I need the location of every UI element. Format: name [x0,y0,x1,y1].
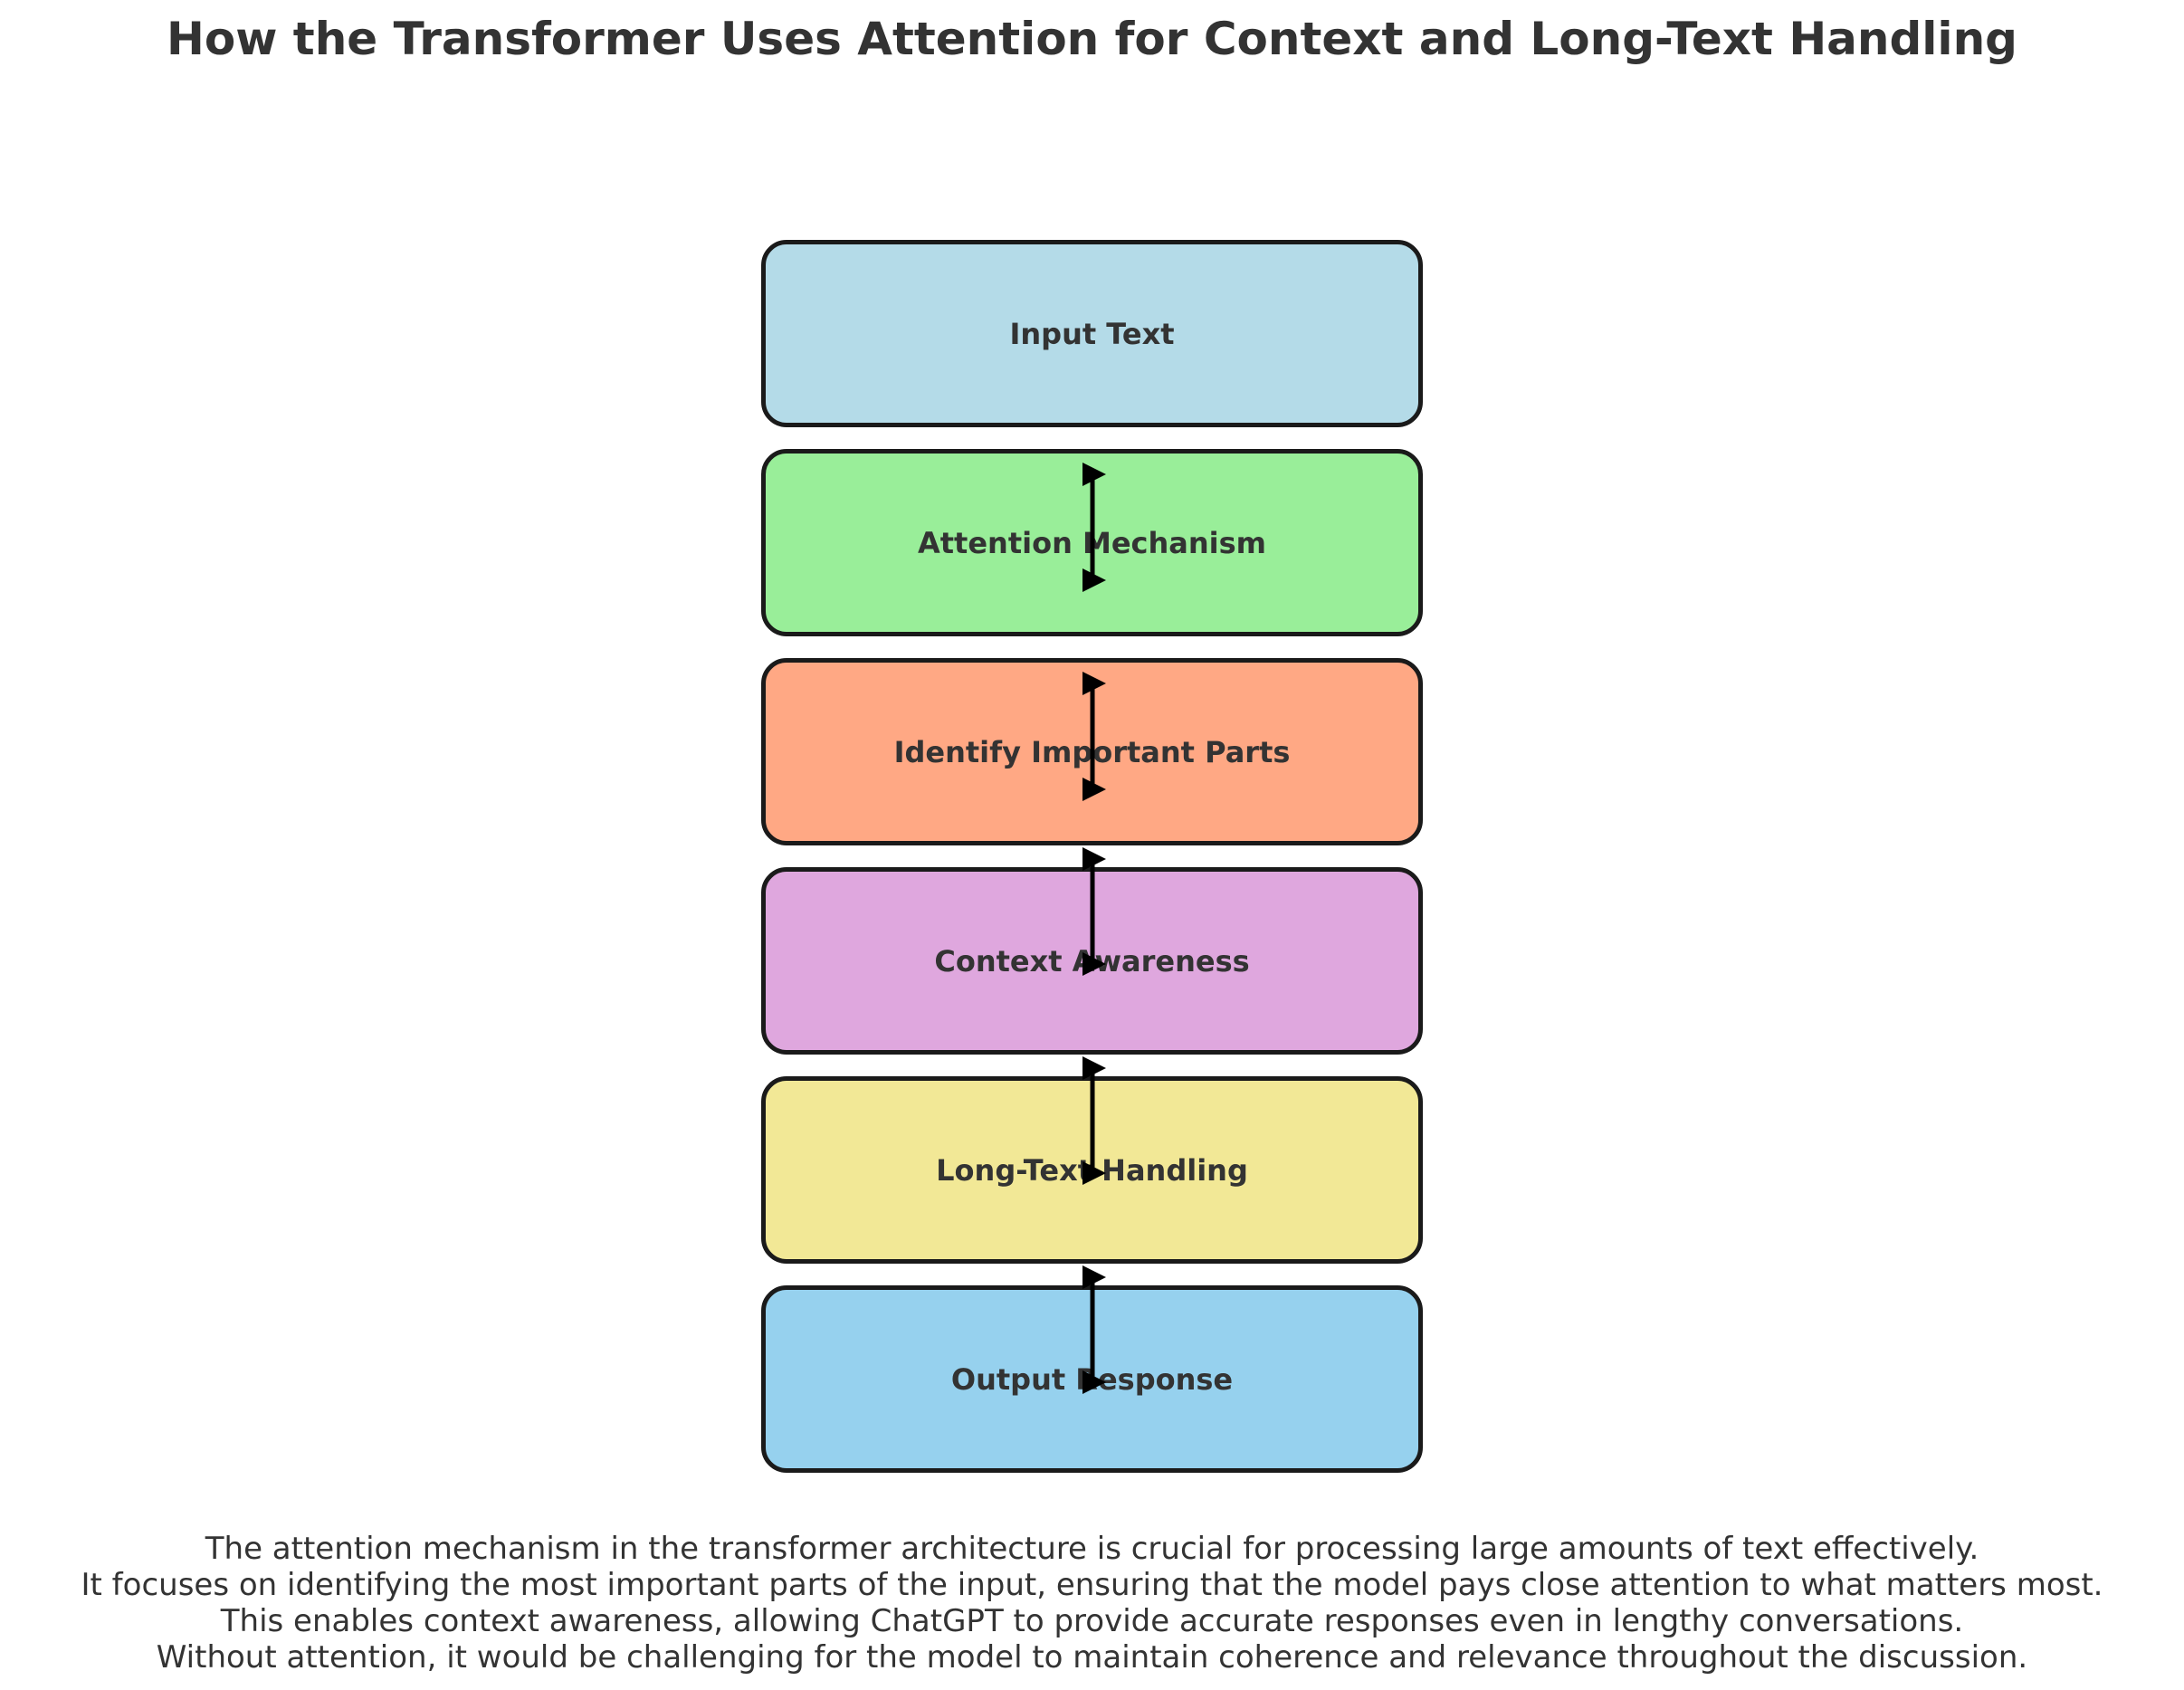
step-label: Input Text [1009,316,1175,351]
step-box-attention-mechanism: Attention Mechanism [761,449,1423,636]
caption-line: This enables context awareness, allowing… [220,1603,1964,1639]
step-label: Identify Important Parts [893,734,1291,769]
caption-line: It focuses on identifying the most impor… [81,1567,2103,1603]
step-box-input-text: Input Text [761,240,1423,427]
step-label: Attention Mechanism [917,525,1267,560]
step-label: Context Awareness [934,943,1250,979]
step-box-output-response: Output Response [761,1285,1423,1473]
step-box-long-text-handling: Long-Text Handling [761,1076,1423,1264]
caption-line: Without attention, it would be challengi… [156,1639,2028,1676]
caption-block: The attention mechanism in the transform… [0,1531,2184,1676]
step-box-context-awareness: Context Awareness [761,867,1423,1055]
diagram-title: How the Transformer Uses Attention for C… [167,13,2017,65]
caption-line: The attention mechanism in the transform… [205,1531,1979,1567]
step-label: Output Response [950,1361,1234,1397]
step-box-identify-important-parts: Identify Important Parts [761,658,1423,845]
step-label: Long-Text Handling [936,1152,1248,1188]
